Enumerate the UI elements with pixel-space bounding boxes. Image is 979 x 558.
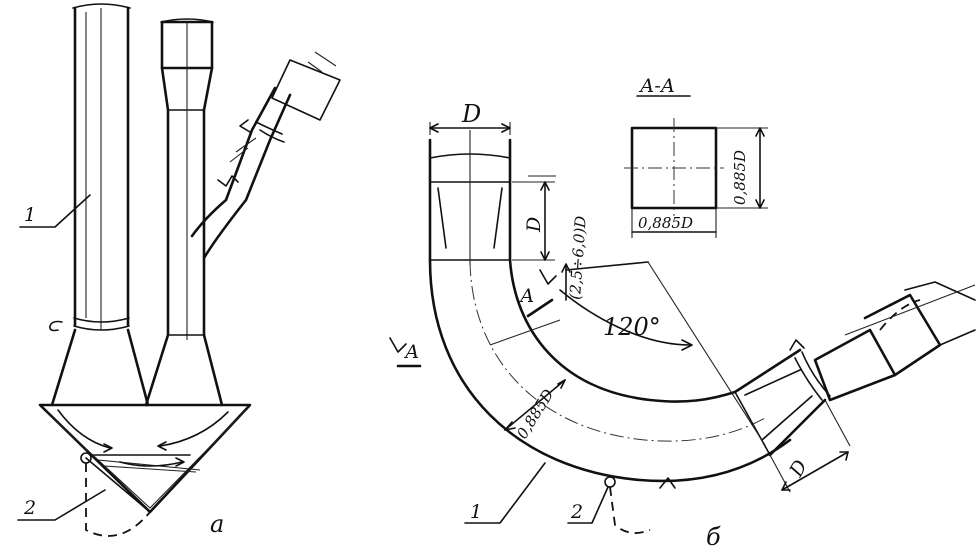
caption-a: а <box>210 510 224 538</box>
dim-outlet <box>769 399 851 493</box>
section-title: А-А <box>638 75 675 97</box>
left-pipe-clamp <box>49 317 130 332</box>
bottom-hinge-flap <box>604 476 676 534</box>
right-cone <box>144 333 224 407</box>
label-radius: (2,5÷6,0)D <box>566 215 590 300</box>
triangular-collector <box>38 403 252 514</box>
label-gap: 0,885D <box>513 386 557 442</box>
dim-top-width <box>429 122 511 135</box>
inlet-pipe <box>428 130 512 265</box>
outlet-diffuser <box>733 281 976 457</box>
caption-b: б <box>706 523 721 551</box>
label-outlet: D <box>785 456 812 481</box>
elbow-bend <box>428 258 792 483</box>
leader-b-1 <box>464 462 546 524</box>
leader-a-1 <box>19 194 91 228</box>
label-top-height: D <box>523 217 545 233</box>
dim-top-height <box>512 175 556 261</box>
callout-a-2: 2 <box>23 497 36 519</box>
dim-angle <box>559 289 693 351</box>
section-width-label: 0,885D <box>638 214 693 232</box>
leader-a-2 <box>17 489 106 521</box>
callout-b-1: 1 <box>470 501 482 523</box>
section-letter-left: А <box>403 341 419 363</box>
callout-b-2: 2 <box>570 501 583 523</box>
section-mark-left <box>389 337 422 368</box>
hinged-flap <box>80 452 151 537</box>
label-angle: 120° <box>603 313 661 341</box>
section-letter-right: А <box>518 285 534 307</box>
figure-b: D D (2,5÷6,0)D 120° 0,885D D А А 1 2 б <box>389 100 976 551</box>
dim-radius <box>561 261 766 446</box>
figure-a: 1 2 а <box>17 3 341 538</box>
dim-gap <box>504 379 566 431</box>
inclined-branch-pipe <box>190 51 341 260</box>
label-top-width: D <box>461 100 481 128</box>
left-cone <box>50 328 150 407</box>
section-height-label: 0,885D <box>731 150 749 205</box>
left-vertical-pipe <box>72 3 131 330</box>
section-aa: А-А 0,885D 0,885D <box>624 75 768 238</box>
right-vertical-pipe <box>160 18 214 340</box>
section-mark-right <box>526 269 557 318</box>
leader-b-2 <box>567 486 609 524</box>
callout-a-1: 1 <box>24 204 36 226</box>
